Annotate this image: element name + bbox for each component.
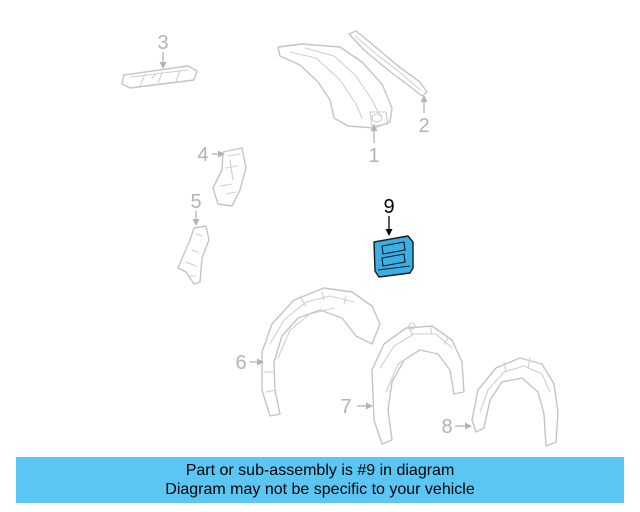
callout-6[interactable]: 6 <box>235 352 246 374</box>
part-9[interactable] <box>373 235 414 278</box>
arrowhead-1 <box>370 124 378 131</box>
part-6[interactable] <box>261 287 381 417</box>
arrowhead-7 <box>366 402 373 410</box>
arrowhead-8 <box>465 422 472 430</box>
arrowhead-3 <box>159 62 167 69</box>
callout-3[interactable]: 3 <box>157 32 168 54</box>
callout-7[interactable]: 7 <box>340 396 351 418</box>
part-3[interactable] <box>121 65 198 89</box>
callout-1[interactable]: 1 <box>368 145 379 167</box>
part-7[interactable] <box>371 322 465 445</box>
part-1[interactable] <box>277 43 393 129</box>
arrowhead-5 <box>192 219 200 226</box>
callout-2[interactable]: 2 <box>418 115 429 137</box>
callout-5[interactable]: 5 <box>190 191 201 213</box>
callout-9[interactable]: 9 <box>383 196 394 218</box>
part-8[interactable] <box>471 357 559 447</box>
banner-line-2: Diagram may not be specific to your vehi… <box>165 481 475 498</box>
part-2[interactable] <box>348 30 428 97</box>
parts-diagram: 3 1 2 4 5 9 6 <box>121 30 559 447</box>
banner-line-1: Part or sub-assembly is #9 in diagram <box>185 462 455 479</box>
callout-4[interactable]: 4 <box>197 144 208 166</box>
part-4[interactable] <box>212 147 247 207</box>
info-banner: Part or sub-assembly is #9 in diagram Di… <box>16 457 624 503</box>
part-5[interactable] <box>177 225 210 285</box>
arrowhead-6 <box>257 358 264 366</box>
arrowhead-2 <box>420 95 428 102</box>
callout-8[interactable]: 8 <box>441 416 452 438</box>
arrowhead-9 <box>385 229 393 236</box>
arrowhead-4 <box>218 150 225 158</box>
